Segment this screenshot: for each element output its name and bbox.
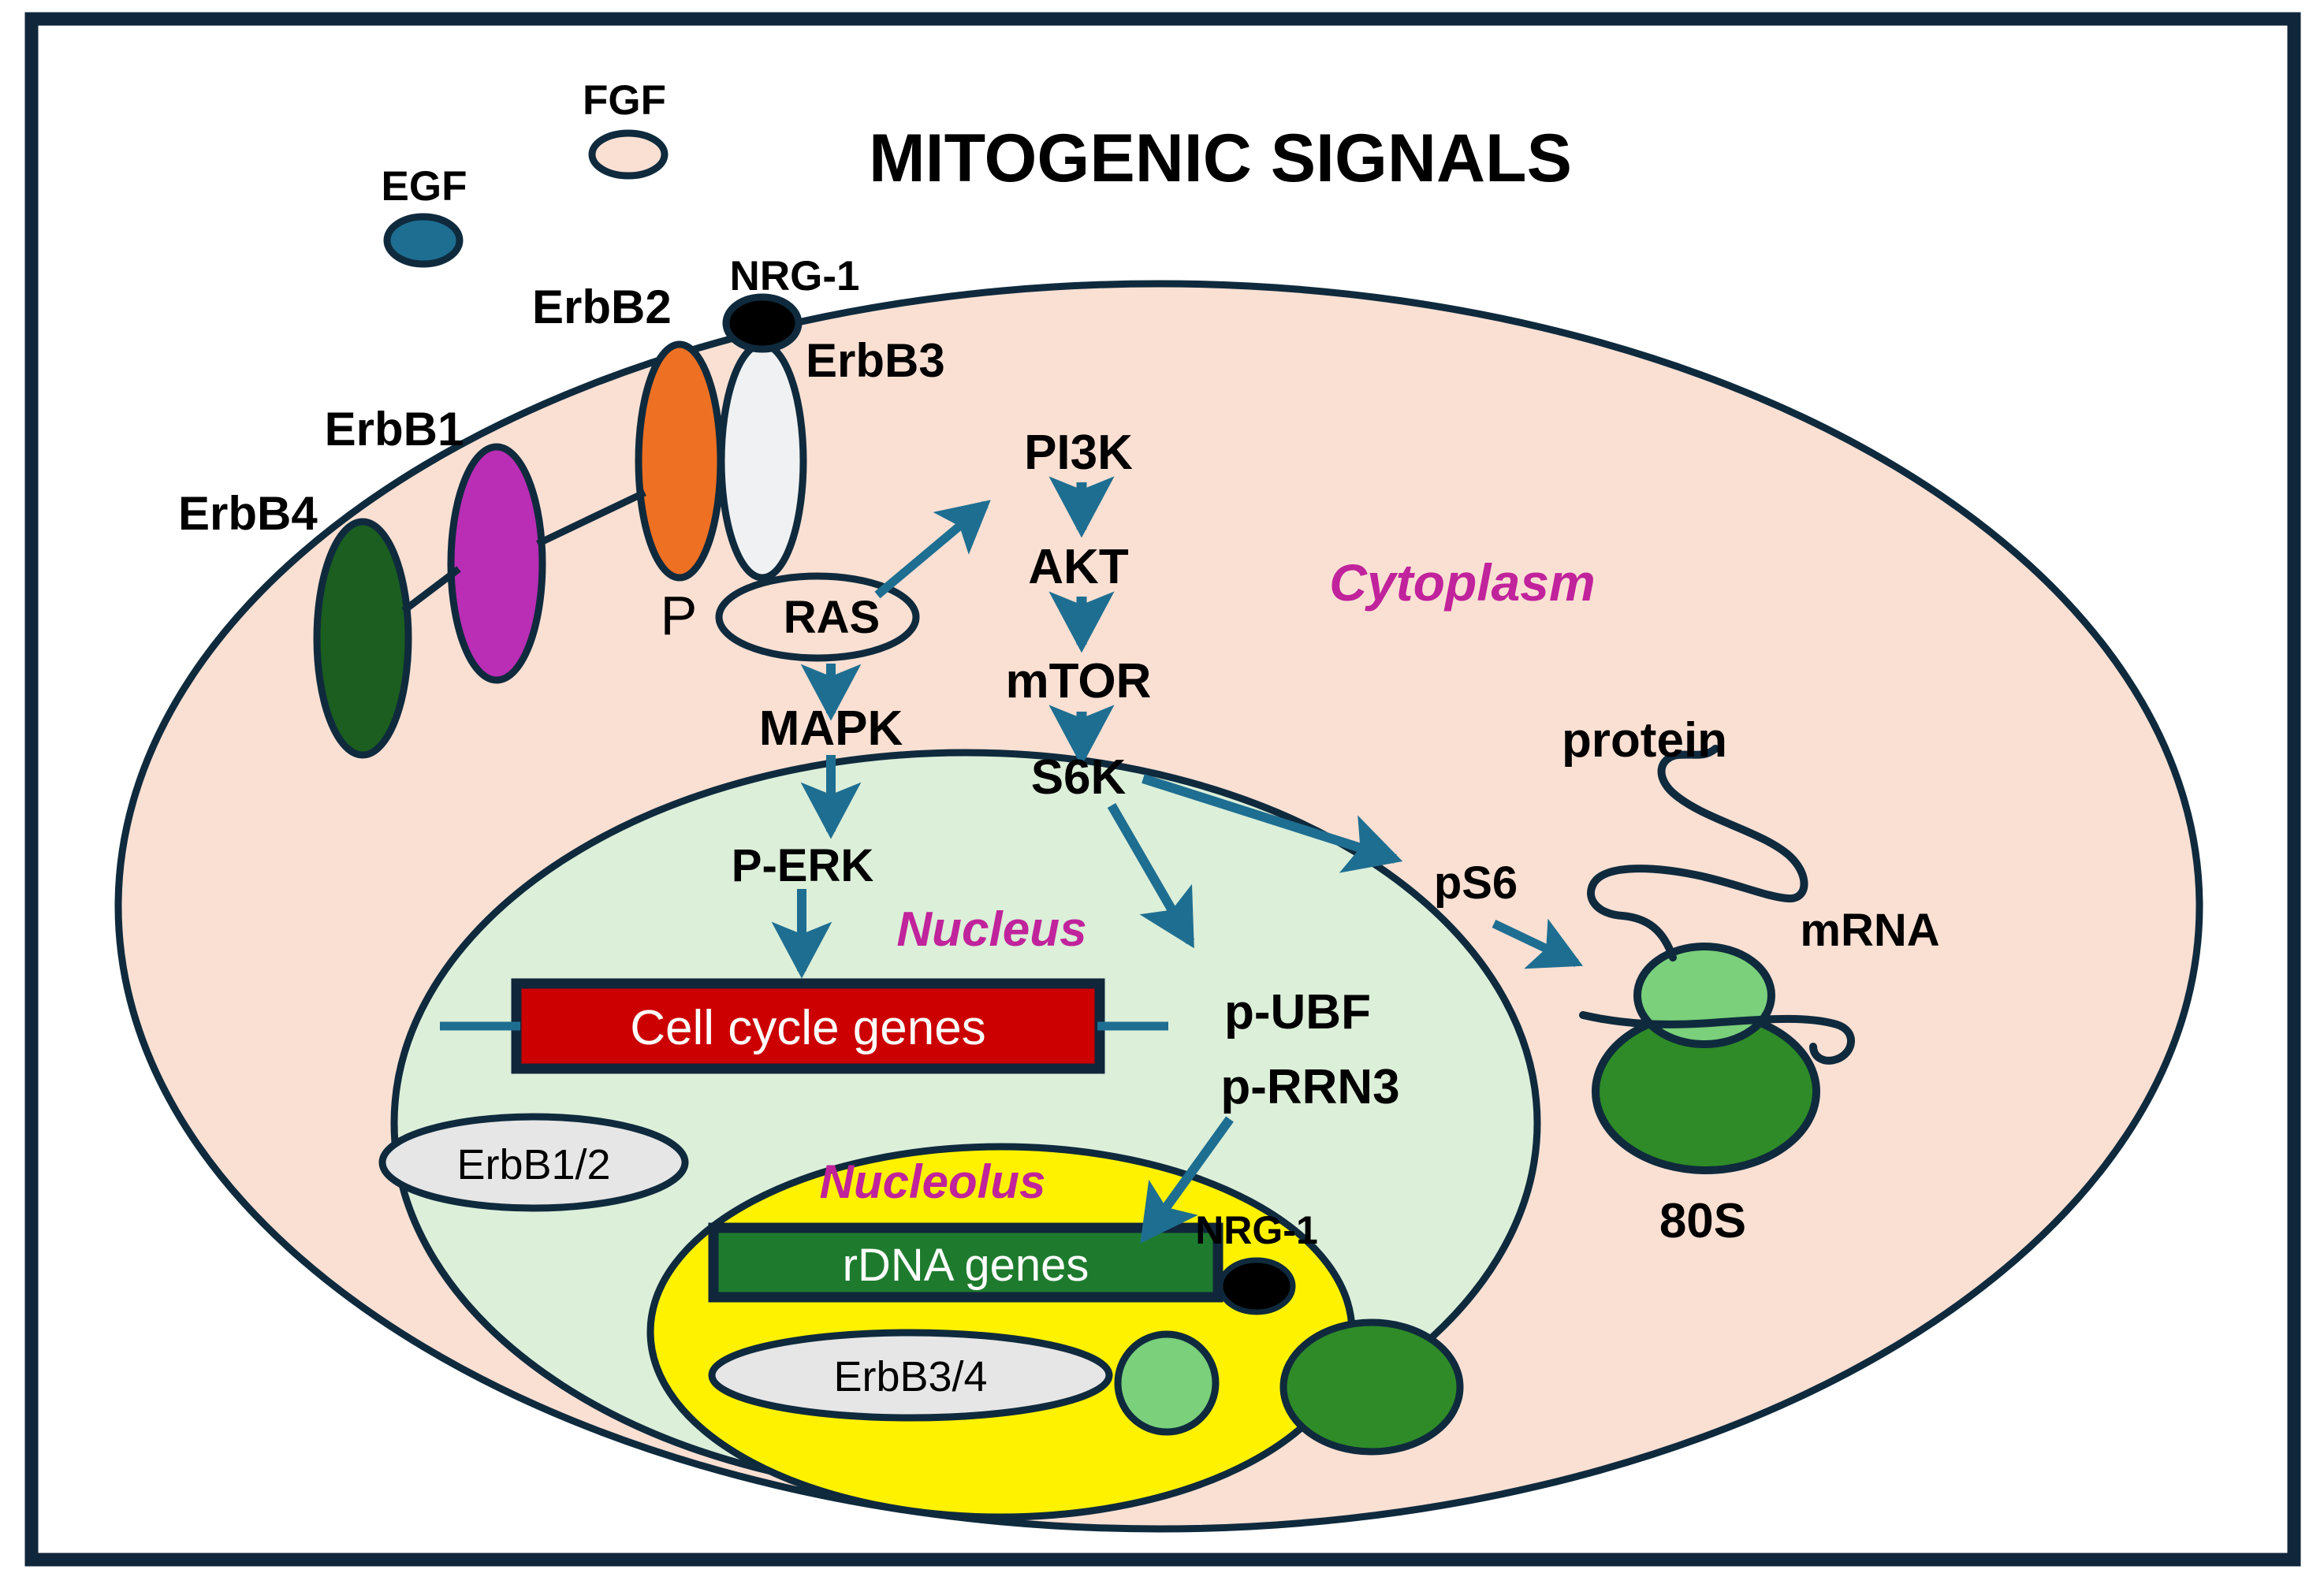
ribosome-small-subunit (1633, 943, 1775, 1048)
receptor-erbb3[interactable] (717, 340, 807, 582)
label-erbb2: ErbB2 (532, 281, 672, 333)
nascent-protein-chain (1587, 745, 1808, 961)
arrow-s6k-to-pubf (1107, 802, 1195, 949)
ligand-fgf[interactable] (588, 129, 669, 180)
nucleolar-receptor-erbb3-4[interactable] (708, 1329, 1113, 1422)
label-nucleolar-erbb3-4: ErbB3/4 (833, 1353, 987, 1400)
label-pubf: p-UBF (1224, 985, 1371, 1039)
label-erbb1: ErbB1 (325, 403, 464, 456)
label-prrn3: p-RRN3 (1220, 1060, 1399, 1114)
erbb4-erbb1-link (401, 566, 461, 614)
label-egf: EGF (382, 163, 467, 210)
label-ras: RAS (784, 592, 880, 643)
label-erbb4: ErbB4 (178, 487, 318, 540)
receptor-erbb4[interactable] (313, 518, 412, 759)
label-protein: protein (1562, 713, 1727, 768)
figure-frame (24, 12, 2301, 1567)
ligand-egf[interactable] (383, 213, 464, 268)
arrow-s6k-to-ps6 (1142, 774, 1403, 873)
label-phospho: P (661, 585, 698, 646)
ligand-nrg1-membrane[interactable] (722, 293, 803, 353)
label-nrg1-membrane: NRG-1 (730, 253, 860, 299)
label-mrna: mRNA (1800, 905, 1939, 956)
label-mtor: mTOR (1006, 654, 1152, 708)
label-pi3k: PI3K (1024, 426, 1133, 480)
label-ps6: pS6 (1434, 857, 1518, 909)
nucleolar-large-subunit (1279, 1318, 1464, 1456)
label-cytoplasm: Cytoplasm (1329, 553, 1595, 612)
label-akt: AKT (1028, 540, 1129, 594)
label-rdna-genes: rDNA genes (843, 1240, 1089, 1291)
label-perk: P-ERK (732, 840, 874, 891)
nucleolar-small-subunit (1114, 1330, 1220, 1436)
label-fgf: FGF (583, 77, 666, 124)
erbb1-erbb2-link (536, 489, 646, 548)
arrow-ps6-to-ribosome (1492, 918, 1583, 969)
nuclear-receptor-erbb1-2[interactable] (378, 1113, 689, 1212)
nucleolar-nrg1[interactable] (1217, 1257, 1296, 1315)
rdna-genes-box[interactable] (708, 1222, 1223, 1303)
label-80s: 80S (1659, 1194, 1746, 1248)
mrna-strand (1579, 1011, 1855, 1065)
label-mapk: MAPK (759, 701, 903, 756)
arrow-pubf-prrn3-to-rdna (1140, 1116, 1234, 1244)
arrow-ras-to-pi3k (874, 500, 991, 599)
receptor-erbb1[interactable] (447, 443, 546, 684)
label-nucleus: Nucleus (896, 902, 1086, 957)
ras-node[interactable] (715, 572, 920, 662)
figure-title: MITOGENIC SIGNALS (869, 121, 1572, 196)
label-s6k: S6K (1031, 750, 1127, 805)
label-nuclear-erbb1-2: ErbB1/2 (456, 1141, 610, 1188)
receptor-erbb2[interactable] (635, 340, 724, 582)
label-erbb3: ErbB3 (806, 334, 945, 387)
label-nucleolus: Nucleolus (820, 1155, 1046, 1208)
label-nucleolar-nrg1: NRG-1 (1195, 1208, 1318, 1252)
label-cell-cycle-genes: Cell cycle genes (630, 1001, 985, 1055)
